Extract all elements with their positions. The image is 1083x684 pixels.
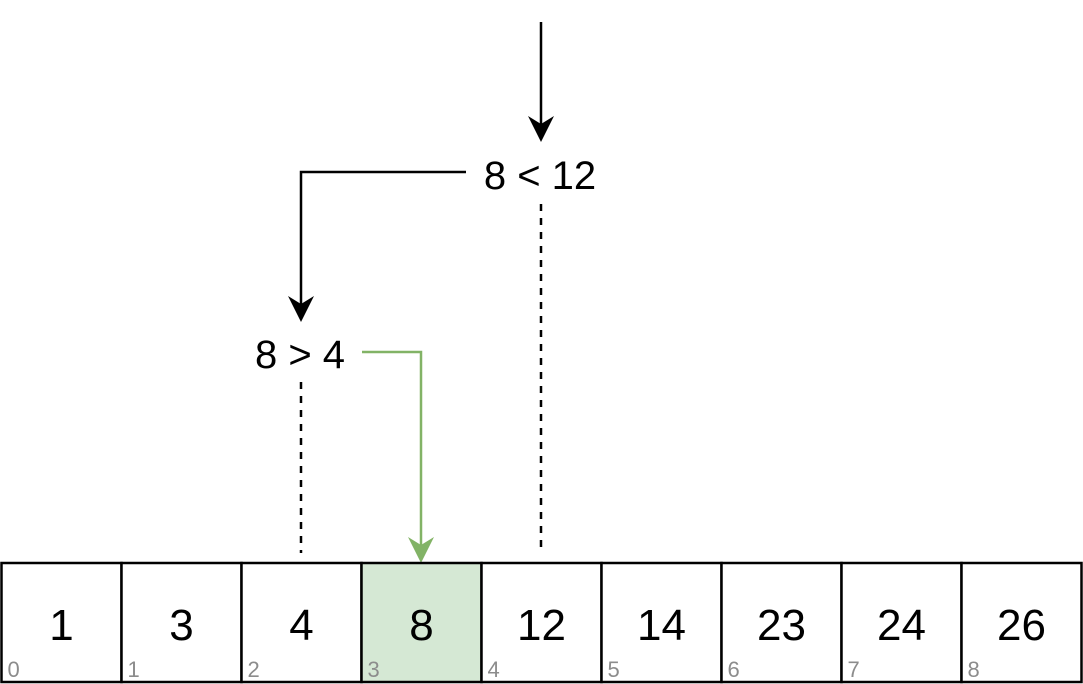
array-cell-value: 14 <box>637 601 686 650</box>
array-cell-5: 14 5 <box>600 561 723 684</box>
array-cell-7: 24 7 <box>840 561 963 684</box>
array-cell-index: 2 <box>248 657 260 682</box>
array-cell-box <box>840 561 963 684</box>
array-cell-value: 26 <box>997 601 1046 650</box>
array-cell-1: 31 <box>120 561 243 684</box>
comparison-left-label: 8 > 4 <box>255 333 345 377</box>
array-cell-box <box>240 561 363 684</box>
found-arrowhead <box>408 537 434 563</box>
array-cell-index: 0 <box>8 657 20 682</box>
array-cell-box <box>0 561 123 684</box>
array-cell-value: 12 <box>517 601 566 650</box>
array-cell-2: 42 <box>240 561 363 684</box>
array-cell-box <box>720 561 843 684</box>
array-cell-index: 4 <box>488 657 500 682</box>
array-cell-value: 3 <box>169 601 193 650</box>
entry-arrowhead <box>528 116 554 142</box>
array-cell-box <box>600 561 723 684</box>
branch-left-arrow <box>288 170 466 322</box>
array-cell-box-found <box>360 561 483 684</box>
array-cell-4: 12 4 <box>480 561 603 684</box>
branch-left-arrowhead <box>288 296 314 322</box>
array-cell-value: 4 <box>289 601 313 650</box>
array-cell-index: 6 <box>728 657 740 682</box>
found-arrow <box>362 350 434 563</box>
array-cell-index: 8 <box>968 657 980 682</box>
array-cell-value: 23 <box>757 601 806 650</box>
array-cell-index: 5 <box>608 657 620 682</box>
array-cell-8: 26 8 <box>960 561 1083 684</box>
array-cell-value: 1 <box>49 601 73 650</box>
array-cell-value: 24 <box>877 601 926 650</box>
array-cell-6: 23 6 <box>720 561 843 684</box>
array-cell-index: 3 <box>368 657 380 682</box>
array-cell-box <box>960 561 1083 684</box>
comparison-mid-label: 8 < 12 <box>484 154 596 198</box>
array-cell-index: 7 <box>848 657 860 682</box>
array-cell-value: 8 <box>409 601 433 650</box>
array-cell-box <box>480 561 603 684</box>
array-cell-3: 83 <box>360 561 483 684</box>
array-cell-index: 1 <box>128 657 140 682</box>
array-cell-0: 10 <box>0 561 123 684</box>
entry-arrow <box>528 22 554 142</box>
